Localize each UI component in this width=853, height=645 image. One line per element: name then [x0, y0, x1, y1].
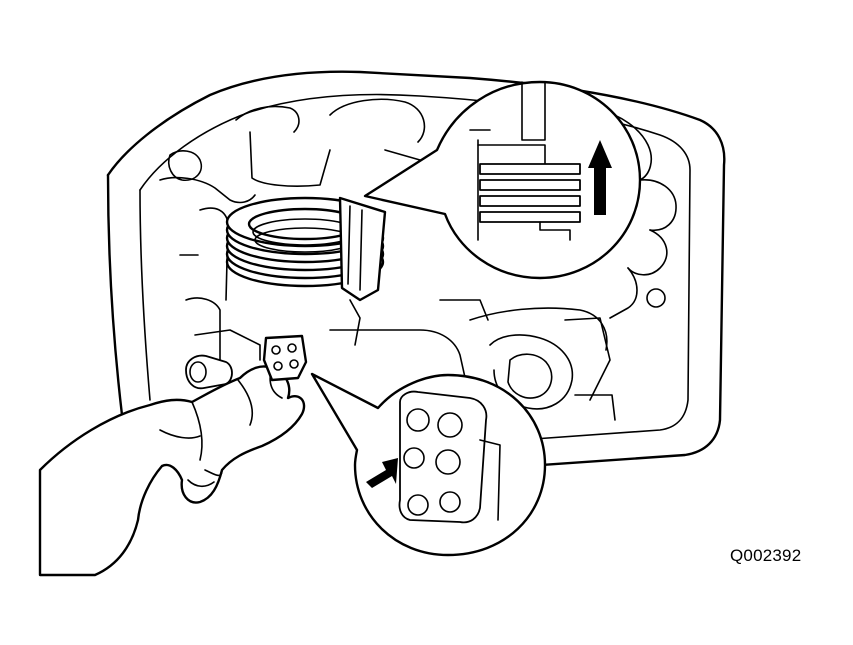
clutch-pack	[225, 196, 387, 302]
transmission-case	[106, 70, 726, 472]
callout-check-ball-detail	[310, 372, 547, 557]
pointer-arrow-icon	[366, 458, 398, 488]
figure-code: Q002392	[730, 546, 802, 565]
technician-hand	[38, 334, 308, 577]
callout-clearance-detail	[363, 80, 642, 280]
up-arrow-icon	[588, 140, 612, 215]
